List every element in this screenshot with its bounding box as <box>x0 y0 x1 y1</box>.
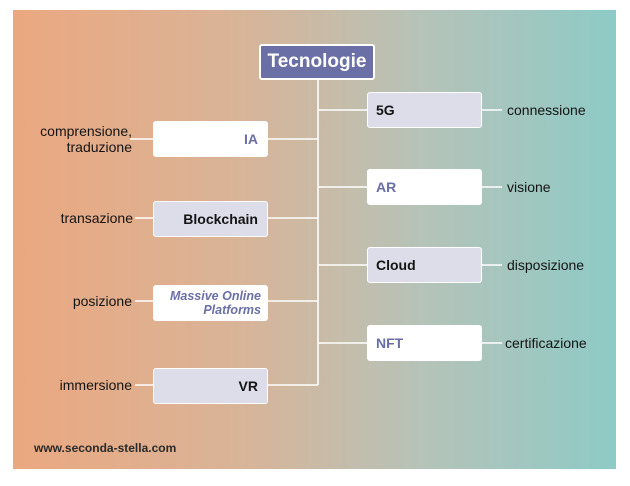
node-ar: AR <box>367 169 482 205</box>
node-vr: VR <box>153 368 268 404</box>
description-5g: connessione <box>507 102 586 118</box>
node-5g: 5G <box>367 92 482 128</box>
node-cloud: Cloud <box>367 247 482 283</box>
node-ia: IA <box>153 121 268 157</box>
description-platforms: posizione <box>72 293 132 309</box>
node-cloud-label: Cloud <box>376 257 416 273</box>
description-vr: immersione <box>59 377 132 393</box>
node-nft: NFT <box>367 325 482 361</box>
node-massive-online-platforms: Massive Online Platforms <box>153 285 268 321</box>
node-vr-label: VR <box>238 378 258 394</box>
description-ia-line-1: comprensione, <box>40 123 132 139</box>
node-blockchain: Blockchain <box>153 201 268 237</box>
description-blockchain: transazione <box>60 210 133 226</box>
diagram-background <box>13 10 616 469</box>
node-ia-label: IA <box>244 131 258 147</box>
node-blockchain-label: Blockchain <box>183 211 258 227</box>
footer-url: www.seconda-stella.com <box>34 441 177 455</box>
node-5g-label: 5G <box>376 102 395 118</box>
description-ar: visione <box>507 179 551 195</box>
node-platforms-line-1: Massive Online <box>169 289 261 303</box>
description-cloud: disposizione <box>507 257 585 273</box>
description-ia: comprensione, traduzione <box>40 123 132 155</box>
node-ar-label: AR <box>376 179 397 195</box>
node-nft-label: NFT <box>376 335 404 351</box>
description-nft: certificazione <box>505 335 587 351</box>
description-ia-line-2: traduzione <box>66 139 132 155</box>
root-label: Tecnologie <box>267 51 367 72</box>
root-node-tecnologie: Tecnologie <box>259 44 375 80</box>
node-platforms-line-2: Platforms <box>203 303 261 317</box>
